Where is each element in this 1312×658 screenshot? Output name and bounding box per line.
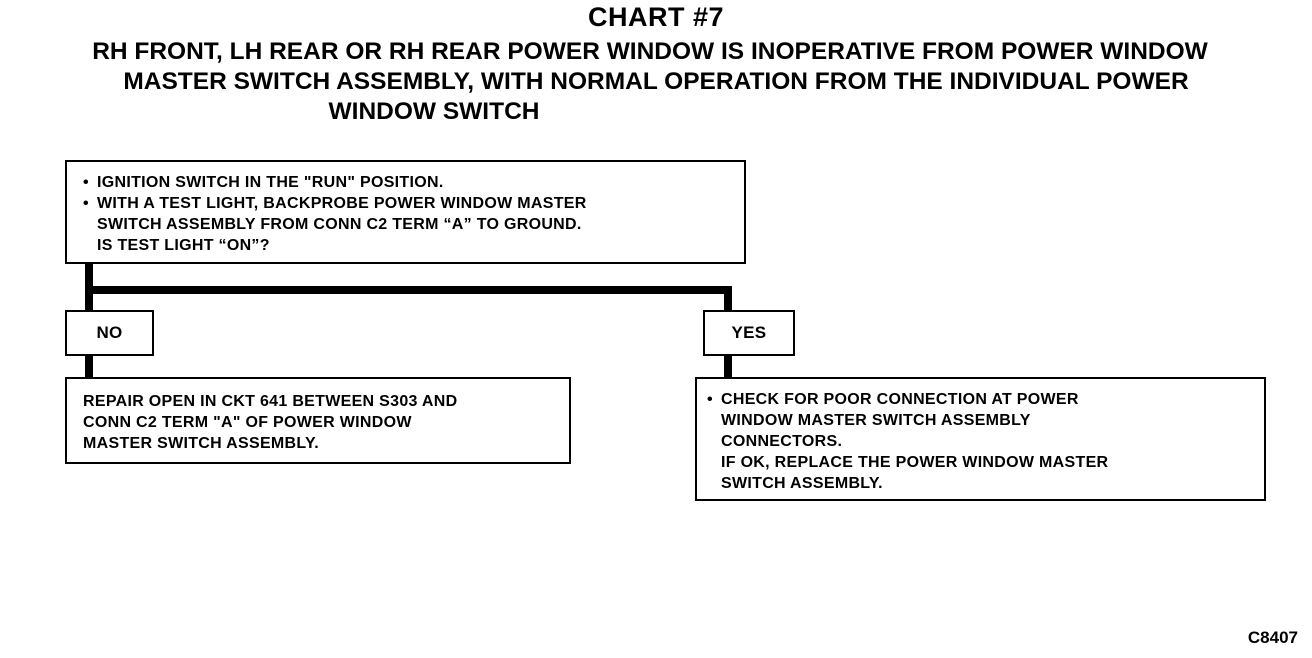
bullet-glyph: • (83, 195, 89, 212)
connector-no-to-action (85, 356, 93, 377)
yes-action-box: • CHECK FOR POOR CONNECTION AT POWER WIND… (695, 377, 1266, 501)
title-line-2: MASTER SWITCH ASSEMBLY, WITH NORMAL OPER… (123, 68, 1189, 95)
yes-branch-box: YES (703, 310, 795, 356)
yes-action-line-3: CONNECTORS. (721, 433, 843, 450)
bullet-glyph: • (707, 391, 713, 408)
question-text-2: WITH A TEST LIGHT, BACKPROBE POWER WINDO… (97, 195, 587, 212)
title-line-1: RH FRONT, LH REAR OR RH REAR POWER WINDO… (92, 38, 1208, 65)
question-line-1: • IGNITION SWITCH IN THE "RUN" POSITION. (83, 172, 744, 193)
question-line-4: IS TEST LIGHT “ON”? (97, 237, 270, 254)
no-action-line-2: CONN C2 TERM "A" OF POWER WINDOW (83, 414, 412, 431)
connector-yes-drop (724, 286, 732, 310)
no-branch-box: NO (65, 310, 154, 356)
yes-action-line-4: IF OK, REPLACE THE POWER WINDOW MASTER (721, 454, 1109, 471)
yes-action-text-1: CHECK FOR POOR CONNECTION AT POWER (721, 391, 1079, 408)
bullet-glyph: • (83, 174, 89, 191)
title-line-3: WINDOW SWITCH (328, 98, 540, 125)
figure-code: C8407 (1247, 628, 1298, 647)
no-action-box: REPAIR OPEN IN CKT 641 BETWEEN S303 AND … (65, 377, 571, 464)
yes-label: YES (731, 323, 767, 342)
question-line-3: SWITCH ASSEMBLY FROM CONN C2 TERM “A” TO… (97, 216, 582, 233)
no-label: NO (96, 323, 123, 342)
yes-action-line-2: WINDOW MASTER SWITCH ASSEMBLY (721, 412, 1031, 429)
question-box: •IGNITION SWITCH IN THE "RUN" POSITION. … (65, 160, 746, 264)
chart-number: CHART #7 (587, 2, 725, 32)
connector-yes-to-action (724, 356, 732, 377)
question-text-1: IGNITION SWITCH IN THE "RUN" POSITION. (97, 174, 444, 191)
no-action-line-3: MASTER SWITCH ASSEMBLY. (83, 435, 319, 452)
connector-horizontal (85, 286, 732, 294)
no-action-line-1: REPAIR OPEN IN CKT 641 BETWEEN S303 AND (83, 393, 458, 410)
yes-action-line-1: • CHECK FOR POOR CONNECTION AT POWER (707, 389, 1264, 410)
yes-action-line-5: SWITCH ASSEMBLY. (721, 475, 883, 492)
question-line-2: • WITH A TEST LIGHT, BACKPROBE POWER WIND… (83, 193, 744, 214)
